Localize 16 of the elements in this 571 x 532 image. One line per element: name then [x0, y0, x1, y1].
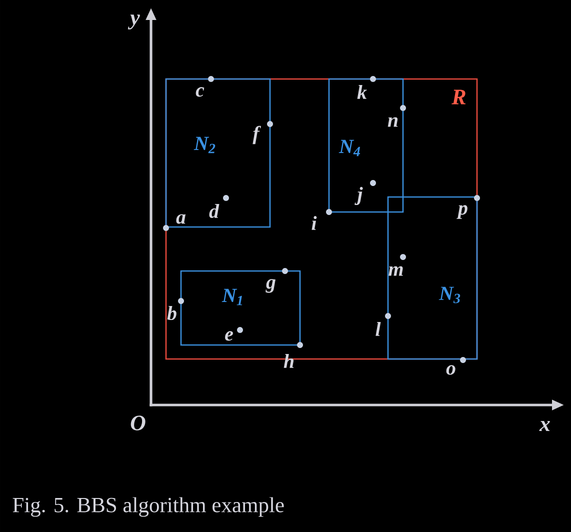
origin-label: O: [130, 416, 146, 430]
point-label: e: [225, 331, 233, 341]
axis-label: x: [539, 420, 550, 432]
point-label: f: [252, 126, 261, 144]
point-label: d: [209, 204, 220, 218]
point-label: a: [176, 214, 186, 224]
point-label: c: [196, 87, 204, 97]
point-label: p: [456, 205, 468, 219]
point-label: g: [266, 279, 276, 293]
point-label: n: [388, 117, 398, 127]
point-label: k: [357, 85, 367, 99]
point-label: j: [354, 186, 363, 206]
point-label: i: [312, 216, 317, 230]
figure-caption: Fig. 5. BBS algorithm example: [12, 497, 284, 517]
axis-label: y: [128, 14, 140, 30]
point-label: m: [388, 266, 403, 276]
